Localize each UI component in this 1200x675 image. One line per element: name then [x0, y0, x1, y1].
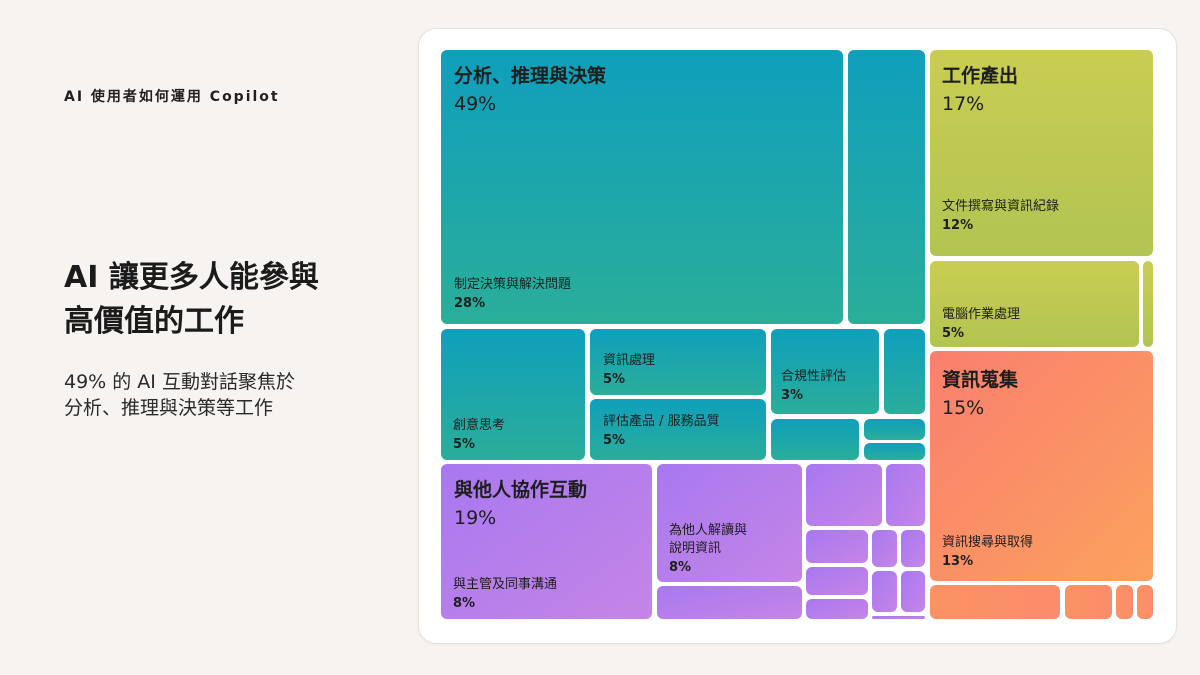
leaf-label-interpret-info-line2: 說明資訊 [669, 540, 721, 556]
tile-teal-unlabeled-3 [771, 419, 859, 460]
leaf-label-creative-thinking: 創意思考 [453, 417, 505, 433]
subline: 49% 的 AI 互動對話聚焦於 分析、推理與決策等工作 [64, 369, 364, 421]
leaf-pct-decision-making: 28% [454, 296, 485, 311]
tile-purple-unlabeled-9 [872, 571, 897, 612]
tile-teal-unlabeled-1 [848, 50, 925, 324]
leaf-pct-manager-communication: 8% [453, 596, 475, 611]
tile-orange-unlabeled-1 [930, 585, 1060, 619]
leaf-pct-info-processing: 5% [603, 372, 625, 387]
group-pct-collaboration: 19% [454, 507, 496, 529]
leaf-label-compliance: 合規性評估 [781, 369, 846, 384]
leaf-label-manager-communication: 與主管及同事溝通 [453, 577, 557, 592]
group-pct-analysis: 49% [454, 93, 496, 115]
leaf-pct-computer-tasks: 5% [942, 326, 964, 341]
tile-purple-unlabeled-5 [806, 567, 868, 595]
tile-purple-unlabeled-4 [806, 530, 868, 563]
group-title-work-output: 工作產出 [942, 64, 1018, 87]
leaf-pct-product-evaluation: 5% [603, 433, 625, 448]
tile-orange-unlabeled-4 [1137, 585, 1153, 619]
tile-orange-unlabeled-3 [1116, 585, 1133, 619]
tile-document-writing [930, 50, 1153, 256]
tile-purple-unlabeled-3 [886, 464, 925, 526]
leaf-pct-interpret-info: 8% [669, 560, 691, 575]
leaf-label-document-writing: 文件撰寫與資訊紀錄 [942, 198, 1059, 214]
leaf-pct-info-search: 13% [942, 554, 973, 569]
group-pct-work-output: 17% [942, 93, 984, 115]
group-title-info-gathering: 資訊蒐集 [942, 368, 1019, 391]
tile-product-evaluation [590, 399, 766, 460]
tile-orange-unlabeled-2 [1065, 585, 1112, 619]
group-pct-info-gathering: 15% [942, 397, 984, 419]
headline-line-2: 高價值的工作 [64, 304, 244, 339]
tile-teal-unlabeled-4 [864, 419, 925, 440]
headline: AI 讓更多人能參與 高價值的工作 [64, 256, 384, 344]
tile-lime-unlabeled-1 [1143, 261, 1153, 347]
tile-computer-tasks [930, 261, 1139, 347]
tile-purple-unlabeled-11 [872, 616, 925, 619]
leaf-pct-compliance: 3% [781, 388, 803, 403]
tile-creative-thinking [441, 329, 585, 460]
leaf-pct-creative-thinking: 5% [453, 437, 475, 452]
tile-compliance [771, 329, 879, 414]
leaf-label-interpret-info-line1: 為他人解讀與 [669, 522, 747, 538]
leaf-label-decision-making: 制定決策與解決問題 [454, 276, 571, 292]
tile-purple-unlabeled-8 [901, 530, 925, 567]
tile-decision-making [441, 50, 843, 324]
tile-purple-unlabeled-2 [806, 464, 882, 526]
eyebrow-title: AI 使用者如何運用 Copilot [64, 89, 280, 105]
tile-manager-communication [441, 464, 652, 619]
leaf-label-product-evaluation: 評估產品 / 服務品質 [603, 413, 720, 429]
tile-purple-unlabeled-1 [657, 586, 802, 619]
tile-info-search [930, 351, 1153, 581]
tile-purple-unlabeled-10 [901, 571, 925, 612]
leaf-label-info-processing: 資訊處理 [603, 353, 655, 368]
tile-interpret-info [657, 464, 802, 582]
tile-teal-unlabeled-5 [864, 443, 925, 460]
leaf-pct-document-writing: 12% [942, 218, 973, 233]
tile-info-processing [590, 329, 766, 395]
tile-purple-unlabeled-6 [806, 599, 868, 619]
leaf-label-info-search: 資訊搜尋與取得 [942, 534, 1033, 550]
subline-line-2: 分析、推理與決策等工作 [64, 397, 274, 419]
subline-line-1: 49% 的 AI 互動對話聚焦於 [64, 371, 295, 393]
tile-teal-unlabeled-2 [884, 329, 925, 414]
tile-purple-unlabeled-7 [872, 530, 897, 567]
group-title-analysis: 分析、推理與決策 [454, 64, 607, 87]
headline-line-1: AI 讓更多人能參與 [64, 260, 319, 295]
leaf-label-computer-tasks: 電腦作業處理 [942, 306, 1020, 322]
group-title-collaboration: 與他人協作互動 [454, 478, 587, 501]
